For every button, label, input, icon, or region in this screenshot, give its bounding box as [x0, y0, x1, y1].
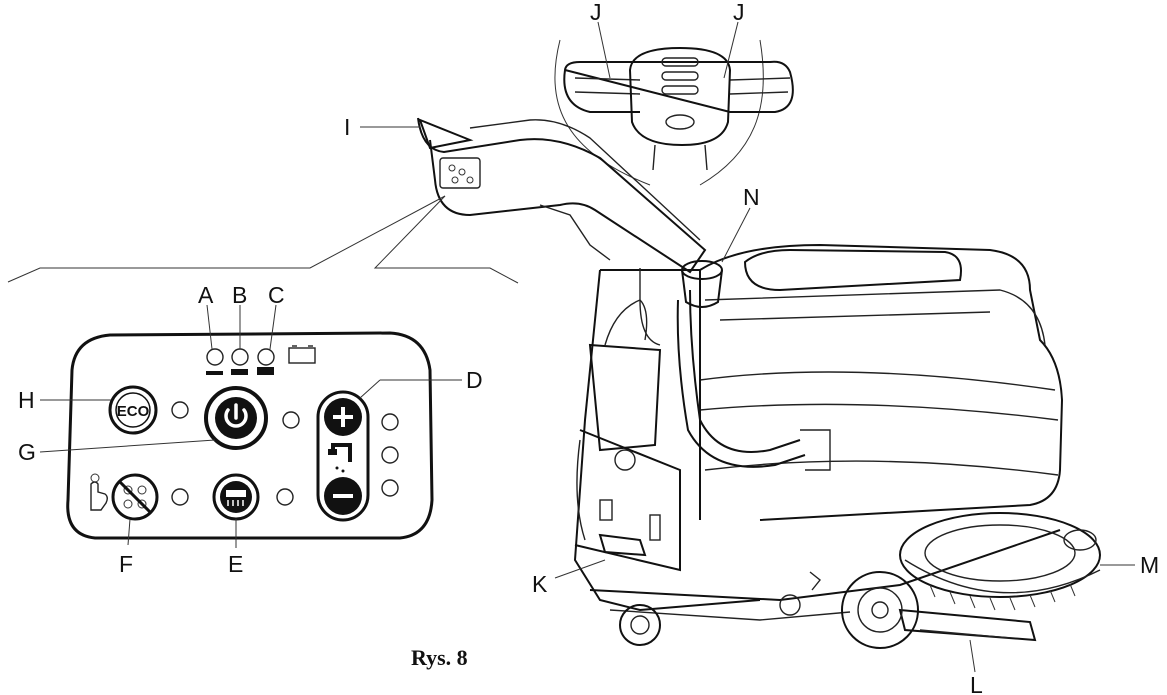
- faucet-icon: [328, 443, 352, 473]
- led-power: [282, 411, 300, 429]
- label-a: A: [198, 282, 214, 308]
- label-m: M: [1140, 552, 1159, 578]
- led-a: [206, 348, 224, 366]
- label-k: K: [532, 571, 548, 597]
- flow-increase-button[interactable]: [324, 398, 362, 436]
- label-n: N: [743, 184, 760, 210]
- battery-icon: [288, 345, 316, 364]
- brush-deck-icon: [226, 490, 246, 506]
- battery-indicator-group: A B C: [198, 282, 316, 375]
- led-brush: [276, 488, 294, 506]
- label-f: F: [119, 551, 133, 577]
- machine-illustration: N K M L: [417, 117, 1159, 695]
- label-g: G: [18, 439, 36, 465]
- led-vacuum: [171, 488, 189, 506]
- led-eco: [171, 401, 189, 419]
- eco-button[interactable]: ECO: [108, 385, 158, 435]
- control-panel: A B C ECO H G: [18, 282, 483, 577]
- label-h: H: [18, 387, 35, 413]
- led-flow-1: [381, 413, 399, 431]
- solution-flow-control: [316, 390, 370, 522]
- led-b: [231, 348, 249, 366]
- eco-button-label: ECO: [117, 403, 150, 420]
- led-c: [257, 348, 275, 366]
- label-l: L: [970, 672, 983, 695]
- handle-detail: J J: [554, 0, 794, 186]
- flow-decrease-button[interactable]: [324, 477, 362, 515]
- label-e: E: [228, 551, 243, 577]
- led-flow-3: [381, 479, 399, 497]
- power-button[interactable]: [204, 386, 268, 450]
- label-i: I: [344, 114, 350, 140]
- label-d: D: [466, 367, 483, 393]
- label-b: B: [232, 282, 247, 308]
- brush-button[interactable]: [212, 473, 260, 521]
- led-flow-2: [381, 446, 399, 464]
- label-c: C: [268, 282, 285, 308]
- panel-callout-lines: I: [7, 114, 519, 284]
- plus-icon: [333, 407, 353, 427]
- label-j-right: J: [733, 0, 745, 25]
- vacuum-off-button[interactable]: [111, 473, 159, 521]
- label-j-left: J: [590, 0, 602, 25]
- power-icon: [224, 403, 248, 428]
- hand-touch-icon: [90, 473, 108, 511]
- figure-caption: Rys. 8: [411, 645, 468, 670]
- vacuum-fan-icon: [123, 485, 147, 509]
